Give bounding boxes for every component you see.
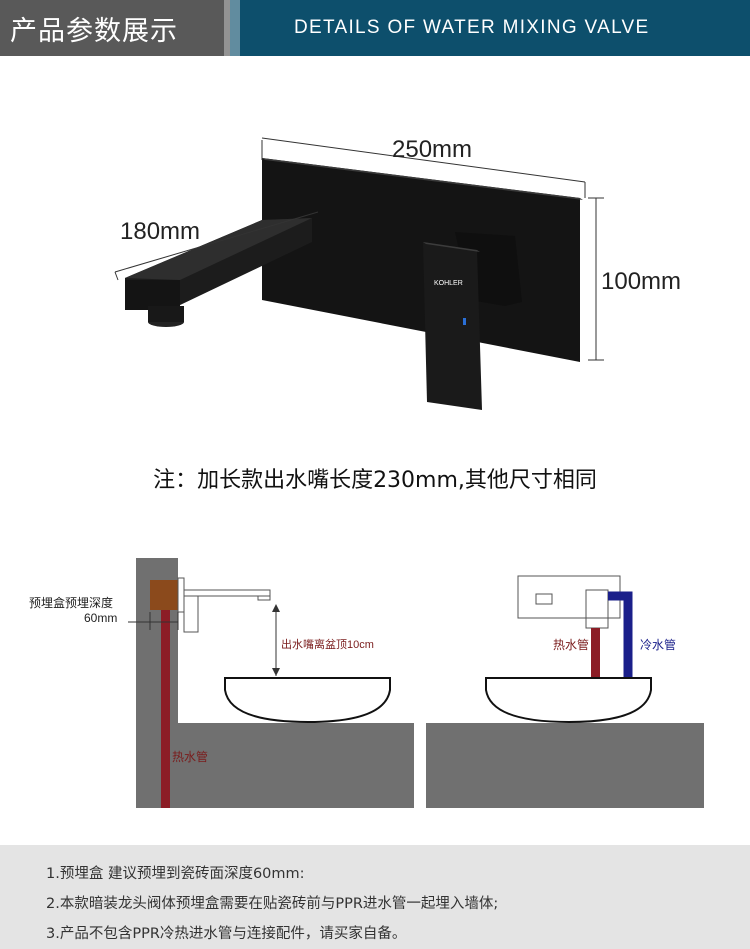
handle [423,242,482,410]
floor-right [426,723,704,808]
height-label: 100mm [601,268,681,295]
hot-pipe-right [591,628,600,678]
brand-logo: KOHLER [434,280,463,287]
box-depth-label: 预埋盒预埋深度 [29,595,113,610]
spout-length-label: 180mm [120,218,200,245]
header-banner: 产品参数展示 DETAILS OF WATER MIXING VALVE [0,0,750,56]
floor-left [136,723,414,808]
width-label: 250mm [392,136,472,163]
hot-pipe-left [161,610,170,808]
footer-note-2: 2.本款暗装龙头阀体预埋盒需要在贴瓷砖前与PPR进水管一起埋入墙体; [46,896,499,912]
basin-left [224,677,391,724]
footer-note-1: 1.预埋盒 建议预埋到瓷砖面深度60mm: [46,866,305,882]
embedded-box [150,580,178,610]
product-dimension-diagram: KOHLER 250mm 180mm 100mm [114,136,681,410]
spout-tip [125,280,180,310]
length-note: 注：加长款出水嘴长度230mm,其他尺寸相同 [153,468,597,493]
box-depth-value: 60mm [84,611,117,625]
width-dimension-line [261,137,586,183]
cold-pipe-label: 冷水管 [640,637,676,652]
cold-pipe [608,591,633,678]
page-title-en: DETAILS OF WATER MIXING VALVE [294,17,650,38]
faucet-front-plate [517,575,621,619]
hot-pipe-right-label: 热水管 [553,637,589,652]
indicator-light [463,318,466,325]
hot-pipe-left-label: 热水管 [172,749,208,764]
header-divider [224,0,240,56]
header-cn-background [0,0,230,56]
back-plate [262,158,580,362]
footer-notes: 1.预埋盒 建议预埋到瓷砖面深度60mm: 2.本款暗装龙头阀体预埋盒需要在贴瓷… [0,845,750,949]
spout-dimension-line [114,211,319,273]
basin-right [485,677,652,724]
page-title-cn: 产品参数展示 [10,16,178,47]
installation-diagram: 预埋盒预埋深度 60mm 出水嘴离盆顶10cm 热水管 热水管 冷水管 [29,558,704,808]
footer-note-3: 3.产品不包含PPR冷热进水管与连接配件，请买家自备。 [46,926,407,942]
spout-height-label: 出水嘴离盆顶10cm [281,637,374,651]
